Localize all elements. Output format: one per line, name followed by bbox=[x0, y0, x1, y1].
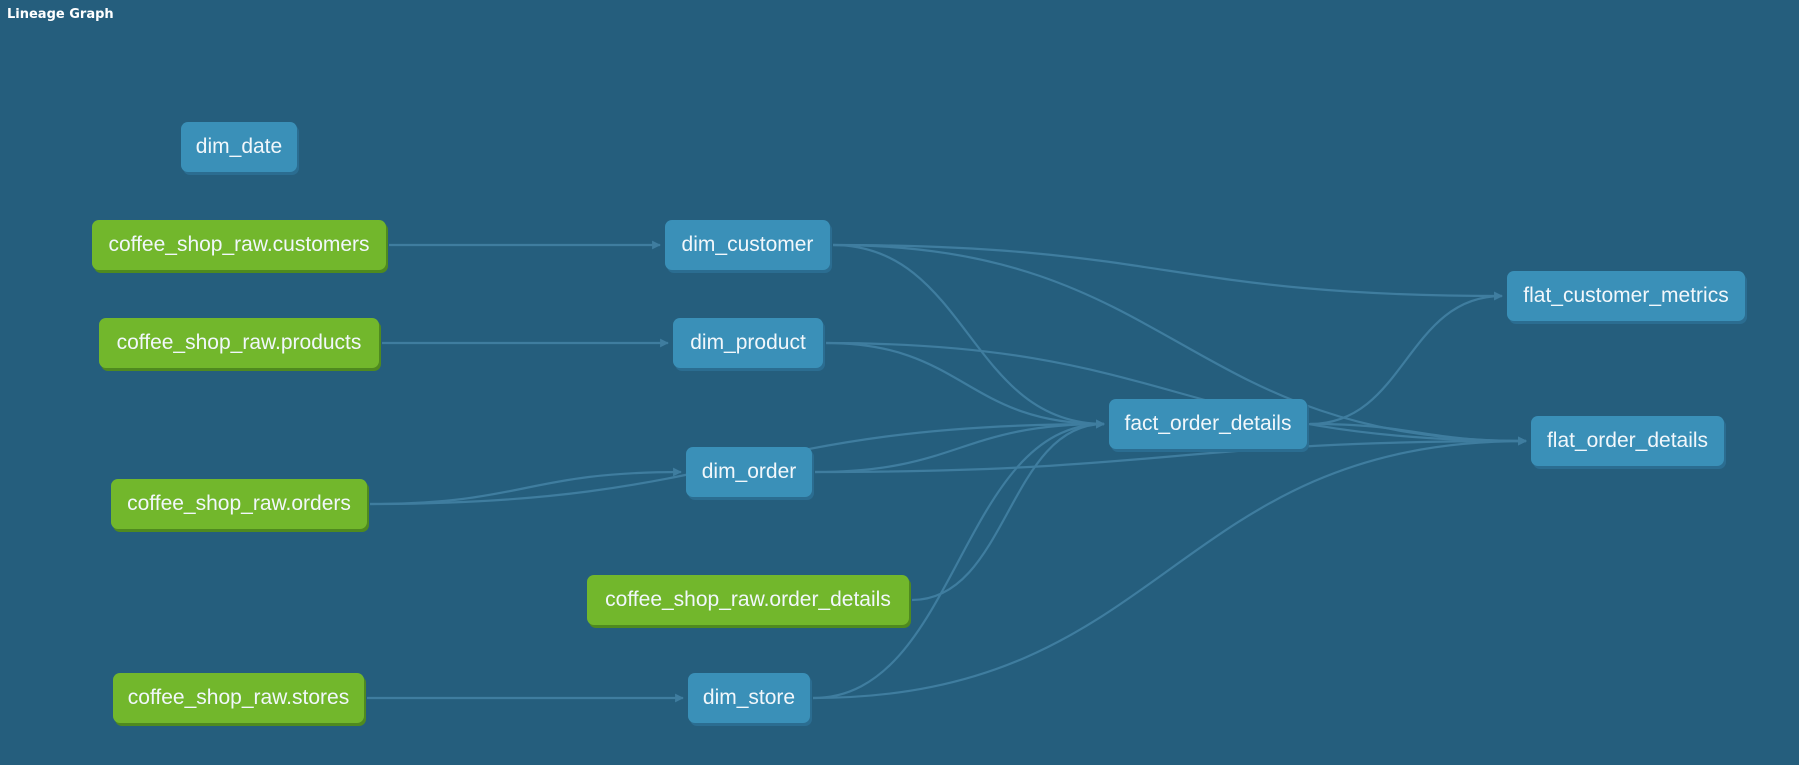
node-coffee-shop-raw-order-details[interactable]: coffee_shop_raw.order_details bbox=[587, 575, 909, 625]
edge-dim-customer-to-fact-order-details bbox=[832, 243, 1105, 429]
node-flat-order-details[interactable]: flat_order_details bbox=[1531, 416, 1724, 466]
node-coffee-shop-raw-customers[interactable]: coffee_shop_raw.customers bbox=[92, 220, 386, 270]
node-dim-date[interactable]: dim_date bbox=[181, 122, 297, 172]
node-coffee-shop-raw-orders[interactable]: coffee_shop_raw.orders bbox=[111, 479, 367, 529]
edge-dim-customer-to-flat-customer-metrics bbox=[832, 243, 1503, 301]
node-dim-product[interactable]: dim_product bbox=[673, 318, 823, 368]
edge-fact-order-details-to-flat-order-details bbox=[1309, 422, 1527, 446]
edge-dim-store-to-flat-order-details bbox=[812, 436, 1527, 700]
node-dim-customer[interactable]: dim_customer bbox=[665, 220, 830, 270]
edge-fact-order-details-to-flat-customer-metrics bbox=[1309, 291, 1503, 426]
edge-dim-order-to-flat-order-details bbox=[814, 436, 1527, 474]
edge-dim-store-to-fact-order-details bbox=[812, 419, 1105, 700]
node-fact-order-details[interactable]: fact_order_details bbox=[1109, 399, 1307, 449]
edge-src-order-details-to-fact-order-details bbox=[911, 419, 1105, 602]
edge-dim-product-to-flat-order-details bbox=[825, 341, 1527, 446]
node-coffee-shop-raw-products[interactable]: coffee_shop_raw.products bbox=[99, 318, 379, 368]
edge-dim-product-to-fact-order-details bbox=[825, 341, 1105, 429]
node-dim-order[interactable]: dim_order bbox=[686, 447, 812, 497]
node-coffee-shop-raw-stores[interactable]: coffee_shop_raw.stores bbox=[113, 673, 364, 723]
page-title: Lineage Graph bbox=[7, 7, 114, 22]
edge-dim-order-to-fact-order-details bbox=[814, 419, 1105, 474]
node-dim-store[interactable]: dim_store bbox=[688, 673, 810, 723]
node-flat-customer-metrics[interactable]: flat_customer_metrics bbox=[1507, 271, 1745, 321]
